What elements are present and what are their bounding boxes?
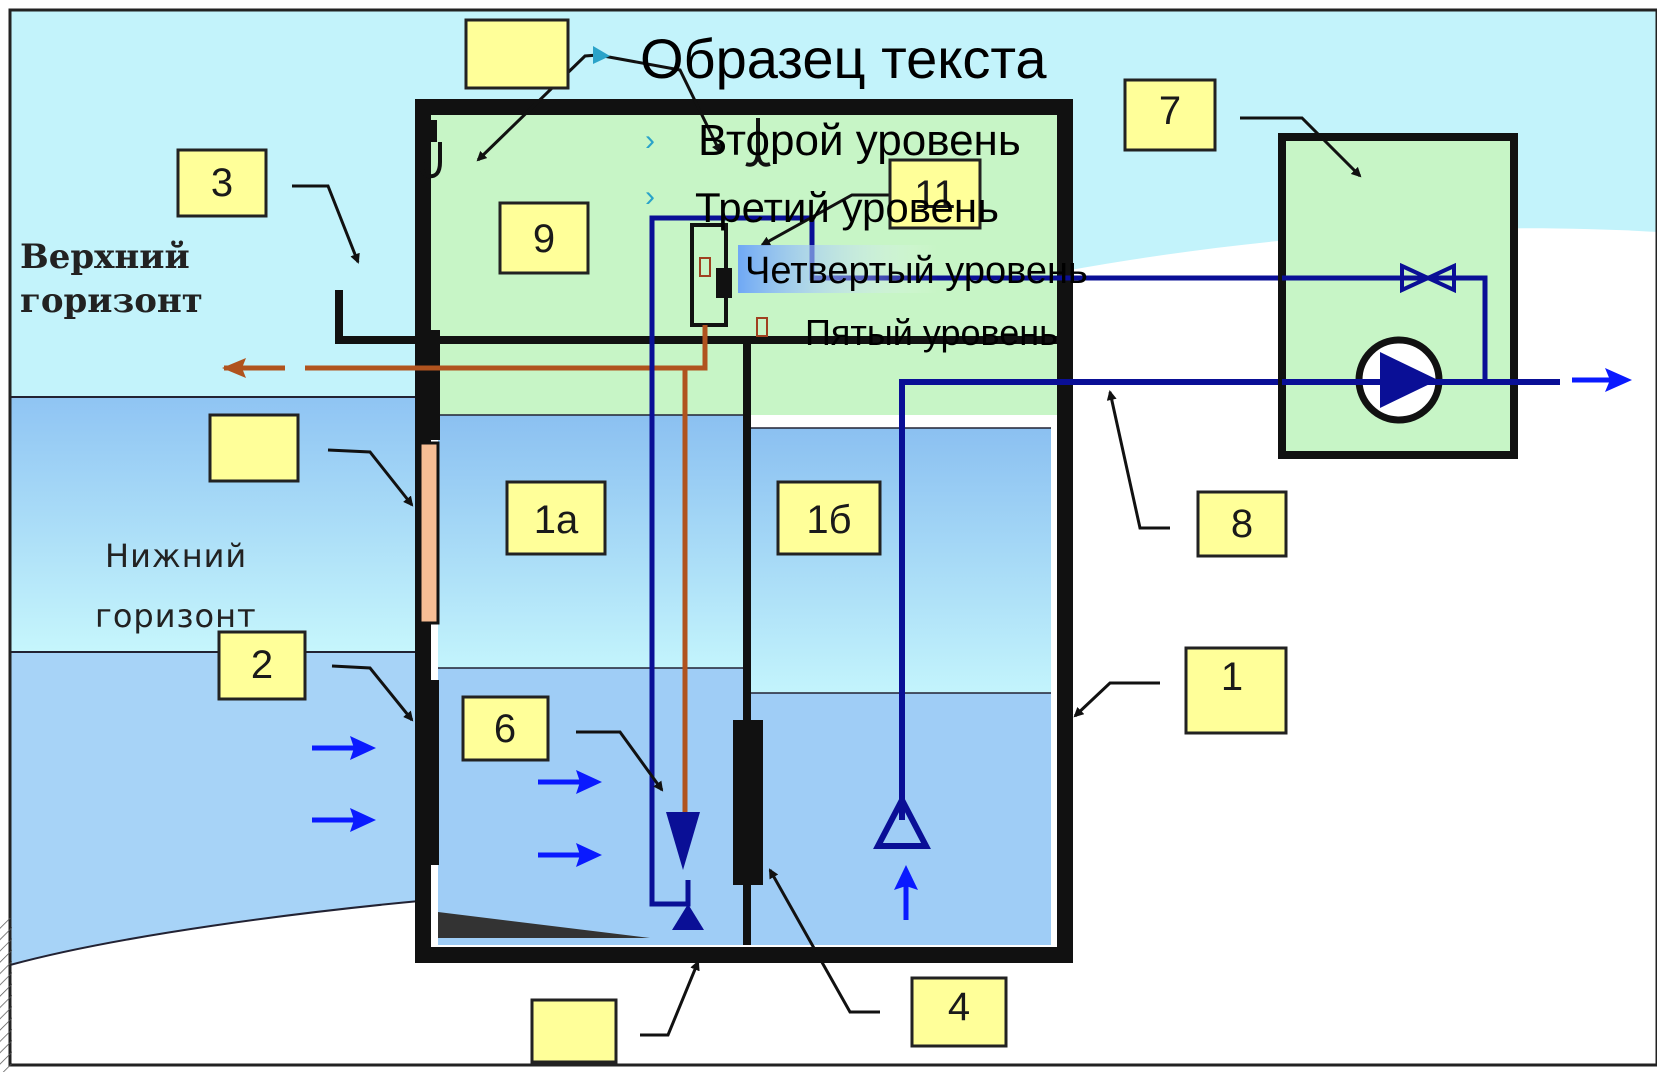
- lower-horizon-caption-line1: Нижний: [105, 537, 247, 575]
- label-box-3: [176, 148, 268, 218]
- label-box-blank-top: [464, 18, 570, 90]
- label-box-1: [1184, 646, 1288, 735]
- lower-horizon-caption-line2: горизонт: [95, 597, 257, 635]
- label-box-1a: [505, 480, 607, 556]
- label-1a: 1а: [534, 498, 579, 542]
- label-box-2: [217, 630, 307, 701]
- label-1: 1: [1221, 655, 1243, 699]
- hatch-corner: [0, 918, 12, 1072]
- suction-inlet-icon: [873, 793, 931, 849]
- upper-horizon-caption-line1: Верхний: [20, 237, 190, 277]
- selection-highlight: [738, 245, 938, 293]
- sediment-wedge: [438, 912, 650, 938]
- label-box-11: [888, 158, 982, 230]
- chamber-outer-wall: [415, 99, 1073, 963]
- label-6: 6: [494, 707, 516, 751]
- frame: [8, 8, 1657, 1067]
- placeholder-level2: Второй уровень: [698, 116, 1021, 165]
- label-box-8: [1196, 490, 1288, 558]
- placeholder-level5: Пятый уровень: [805, 312, 1058, 353]
- hook-icon: [420, 142, 442, 179]
- placeholder-level3: Третий уровень: [695, 184, 999, 231]
- lower-horizon-layer: [10, 652, 430, 965]
- bullet-icon: ›: [645, 180, 655, 213]
- label-boxes: [176, 18, 1288, 1064]
- bullet-icon: [756, 317, 768, 337]
- bullet-icon: [593, 46, 610, 64]
- label-box-1b: [776, 480, 882, 556]
- label-7: 7: [1159, 89, 1181, 133]
- label-1b: 1б: [806, 498, 851, 542]
- bullet-icon: [699, 257, 711, 277]
- grate-panel: [417, 680, 439, 865]
- crane-block-left: [419, 120, 437, 142]
- blue-pipe-left: [649, 215, 812, 907]
- placeholder-title: Образец текста: [640, 27, 1047, 90]
- bullet-icon: ›: [645, 124, 655, 157]
- outflow-arrow-icon: [222, 358, 246, 378]
- inflow-arrows: [312, 736, 918, 920]
- window-panel: [418, 441, 440, 625]
- label-box-blank-bottom: [530, 998, 618, 1064]
- brown-pipe-outlet: [305, 325, 708, 371]
- label-11: 11: [914, 173, 956, 217]
- screen-panel: [733, 720, 763, 885]
- upper-horizon-caption-line2: горизонт: [20, 281, 203, 321]
- placeholder-level4: Четвертый уровень: [745, 250, 1088, 292]
- pump-icon: [666, 812, 700, 870]
- ground-boundary-line: [9, 899, 431, 966]
- valve-icon: [1400, 262, 1456, 294]
- label-box-6: [461, 695, 550, 762]
- label-9: 9: [533, 217, 555, 261]
- label-3: 3: [211, 161, 233, 205]
- label-box-blank-left: [208, 413, 300, 483]
- callout-leaders: [292, 53, 1362, 1037]
- label-box-7: [1123, 78, 1217, 152]
- label-4: 4: [948, 985, 970, 1029]
- label-2: 2: [251, 643, 273, 687]
- label-8: 8: [1231, 502, 1253, 546]
- label-box-4: [910, 976, 1008, 1048]
- label-box-9: [498, 201, 590, 275]
